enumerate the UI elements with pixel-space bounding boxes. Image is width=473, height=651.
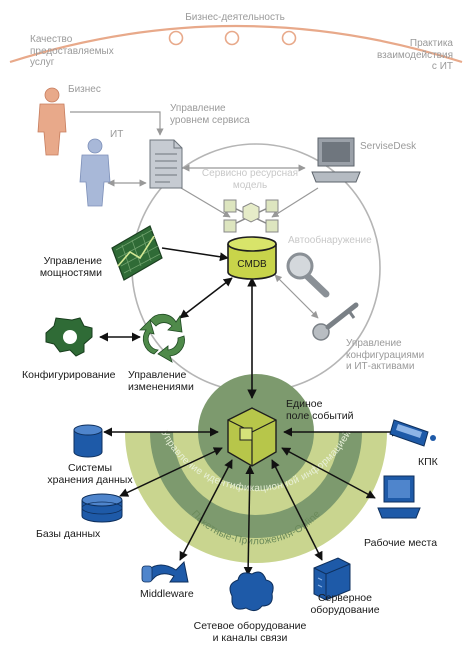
service-level-label: Управление уровнем сервиса xyxy=(170,103,250,126)
capacity-label: Управление мощностями xyxy=(39,255,102,280)
configuring-gear-icon xyxy=(45,317,93,357)
middleware-icon xyxy=(141,560,189,583)
network-cloud-icon xyxy=(229,571,274,612)
change-label: Управление изменениями xyxy=(128,369,194,394)
capacity-cmdb-connector xyxy=(161,247,229,262)
business-actor-label: Бизнес xyxy=(68,84,101,95)
ws-event-connector xyxy=(281,447,376,499)
pda-label: КПК xyxy=(418,456,438,468)
capacity-chart-icon xyxy=(111,225,163,281)
network-label: Сетевое оборудование и каналы связи xyxy=(193,620,307,645)
activity-node-1 xyxy=(168,30,184,46)
business-activity-label: Бизнес-деятельность xyxy=(185,12,285,23)
key-icon xyxy=(312,302,359,341)
network-event-connector xyxy=(243,465,255,576)
event-field-cube-icon xyxy=(227,407,277,467)
it-actor-label: ИТ xyxy=(110,129,124,140)
cmdb-database-icon: CMDB xyxy=(227,236,277,280)
computer-icon xyxy=(311,137,361,183)
server-event-connector xyxy=(271,459,323,561)
activity-node-3 xyxy=(281,30,297,46)
business-activity-arc xyxy=(9,24,463,64)
workstation-icon xyxy=(377,475,421,519)
cmdb-label: CMDB xyxy=(237,259,267,270)
storage-icon xyxy=(73,424,103,458)
business-person-icon xyxy=(37,87,67,156)
storage-label: Системы хранения данных xyxy=(47,462,133,487)
event-field-label: Единое поле событий xyxy=(286,398,354,423)
middleware-label: Middleware xyxy=(140,588,194,600)
db-event-connector xyxy=(119,447,223,497)
document-icon xyxy=(149,139,183,189)
servicedesk-label: ServiseDesk xyxy=(360,141,417,152)
servicedesk-model-connector xyxy=(271,187,319,218)
activity-node-2 xyxy=(224,30,240,46)
config-mgmt-label: Управление конфигурациями и ИТ-активами xyxy=(346,338,425,372)
mw-event-connector xyxy=(179,459,233,561)
resource-model-label: Сервисно ресурсная модель xyxy=(201,168,299,191)
servers-label: Серверное оборудование xyxy=(310,592,380,617)
server-icon xyxy=(313,557,351,601)
autodiscovery-label: Автообнаружение xyxy=(288,235,372,246)
it-person-icon xyxy=(79,138,111,207)
change-cmdb-connector xyxy=(179,277,233,319)
sla-model-connector xyxy=(175,184,231,218)
service-quality-label: Качество предоставляемых услуг xyxy=(30,34,114,68)
cmdb-config-connector xyxy=(274,274,319,319)
business-sla-connector xyxy=(70,111,164,136)
configuring-label: Конфигурирование xyxy=(22,369,116,381)
workstations-label: Рабочие места xyxy=(364,537,438,549)
databases-label: Базы данных xyxy=(36,528,101,540)
change-cycle-icon xyxy=(139,313,185,363)
it-practice-label: Практика взаимодействия с ИТ xyxy=(376,38,453,72)
resource-model-icon xyxy=(223,199,279,233)
magnifier-icon xyxy=(286,252,330,298)
database-icon xyxy=(81,493,123,523)
pda-icon xyxy=(389,419,436,447)
